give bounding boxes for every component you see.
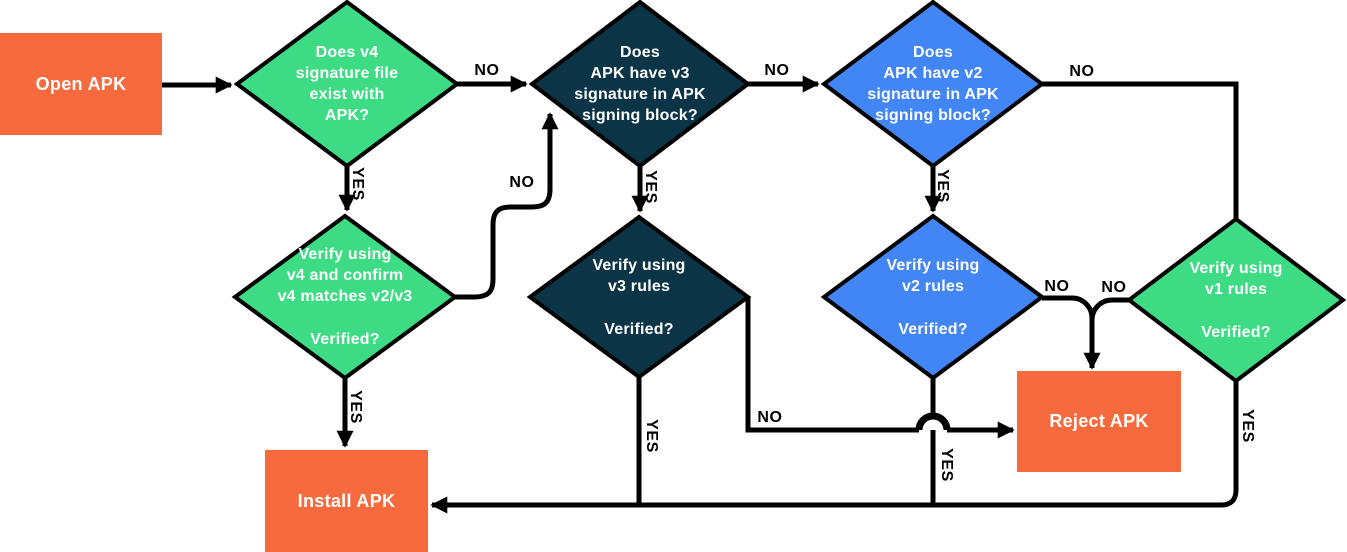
node-reject-apk (1017, 371, 1181, 472)
edges (162, 75, 1239, 514)
node-install-apk (265, 450, 428, 552)
node-question-v3 (528, 0, 752, 169)
node-verify-v3 (526, 214, 752, 380)
edge-verifyv2-no-to-reject (1042, 295, 1101, 370)
node-verify-v2 (820, 213, 1046, 381)
node-verify-v4 (231, 213, 459, 381)
edge-qv2-no-to-verifyv1 (1042, 81, 1239, 221)
edge-verifyv4-no-to-qv3 (455, 112, 559, 300)
edge-verifyv1-yes-to-install (430, 381, 1239, 514)
node-question-v2 (820, 0, 1046, 169)
node-verify-v1 (1125, 216, 1347, 384)
line-hop-bridge (915, 412, 951, 431)
edge-verifyv1-no-to-reject (1089, 297, 1129, 330)
node-question-v4 (233, 0, 461, 169)
edge-verifyv3-no-segment (745, 297, 919, 433)
node-open-apk (0, 33, 162, 135)
